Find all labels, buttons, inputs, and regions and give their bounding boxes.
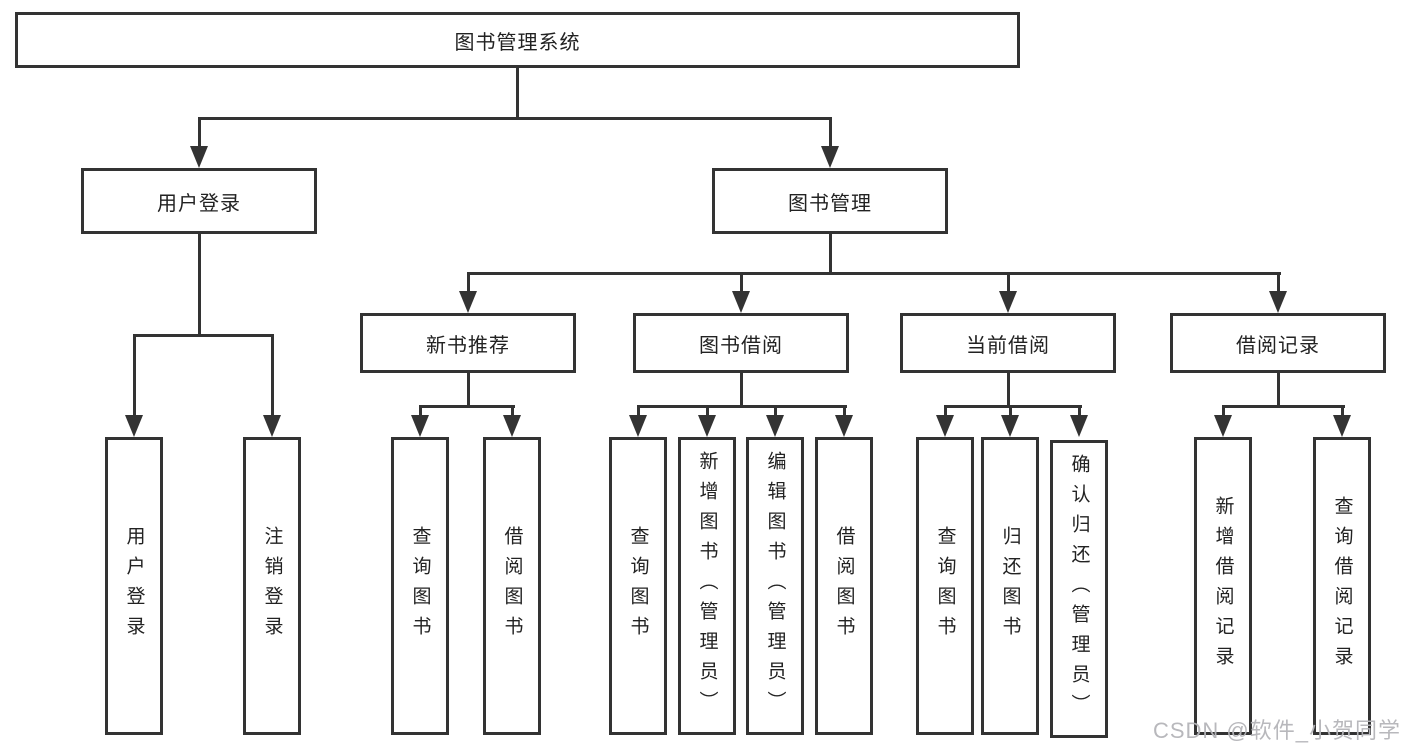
connector-line <box>829 117 832 147</box>
connector-line <box>1341 405 1344 417</box>
arrowhead-icon <box>698 415 716 437</box>
connector-line <box>1009 405 1012 417</box>
leaf-logout: 注销登录 <box>243 437 301 735</box>
connector-line <box>271 334 274 415</box>
arrowhead-icon <box>766 415 784 437</box>
connector-line <box>706 405 709 417</box>
node-label: 查询图书 <box>409 526 431 646</box>
node-label: 新增借阅记录 <box>1212 496 1234 676</box>
leaf-add-book-admin: 新增图书（管理员） <box>678 437 736 735</box>
node-book-borrowing: 图书借阅 <box>633 313 849 373</box>
arrowhead-icon <box>411 415 429 437</box>
node-label: 借阅图书 <box>833 526 855 646</box>
connector-line <box>1277 272 1280 292</box>
leaf-return-book: 归还图书 <box>981 437 1039 735</box>
node-label: 注销登录 <box>261 526 283 646</box>
watermark: CSDN @软件_小贺同学 <box>1152 718 1401 743</box>
connector-line <box>1007 373 1010 405</box>
node-label: 新书推荐 <box>426 334 510 357</box>
arrowhead-icon <box>190 146 208 168</box>
leaf-query-books-current: 查询图书 <box>916 437 974 735</box>
arrowhead-icon <box>1001 415 1019 437</box>
connector-rail <box>944 405 1082 408</box>
arrowhead-icon <box>936 415 954 437</box>
connector-line <box>774 405 777 417</box>
arrowhead-icon <box>1070 415 1088 437</box>
arrowhead-icon <box>629 415 647 437</box>
arrowhead-icon <box>821 146 839 168</box>
node-book-management: 图书管理 <box>712 168 948 234</box>
node-label: 确认归还（管理员） <box>1068 454 1090 724</box>
node-label: 用户登录 <box>123 526 145 646</box>
arrowhead-icon <box>1214 415 1232 437</box>
leaf-borrow-books: 借阅图书 <box>815 437 873 735</box>
connector-level1-rail <box>198 117 832 120</box>
leaf-add-borrow-record: 新增借阅记录 <box>1194 437 1252 735</box>
leaf-edit-book-admin: 编辑图书（管理员） <box>746 437 804 735</box>
node-label: 图书借阅 <box>699 334 783 357</box>
connector-rail <box>1222 405 1345 408</box>
node-label: 借阅记录 <box>1236 334 1320 357</box>
node-label: 图书管理 <box>788 192 872 215</box>
connector-book-management-stem <box>829 234 832 272</box>
arrowhead-icon <box>125 415 143 437</box>
arrowhead-icon <box>263 415 281 437</box>
connector-line <box>133 334 136 415</box>
node-borrowing-records: 借阅记录 <box>1170 313 1386 373</box>
connector-line <box>467 272 470 292</box>
connector-line <box>637 405 640 417</box>
leaf-user-login: 用户登录 <box>105 437 163 735</box>
node-label: 编辑图书（管理员） <box>764 451 786 721</box>
node-new-book-recommendation: 新书推荐 <box>360 313 576 373</box>
connector-root-stem <box>516 68 519 117</box>
connector-user-login-stem <box>198 234 201 334</box>
node-label: 查询图书 <box>627 526 649 646</box>
connector-line <box>740 373 743 405</box>
node-library-management-system: 图书管理系统 <box>15 12 1020 68</box>
node-label: 借阅图书 <box>501 526 523 646</box>
arrowhead-icon <box>999 291 1017 313</box>
connector-line <box>198 117 201 147</box>
node-label: 新增图书（管理员） <box>696 451 718 721</box>
leaf-query-books-borrowing: 查询图书 <box>609 437 667 735</box>
node-label: 查询借阅记录 <box>1331 496 1353 676</box>
node-user-login: 用户登录 <box>81 168 317 234</box>
connector-level3-rail <box>467 272 1281 275</box>
connector-rail <box>637 405 847 408</box>
connector-line <box>1007 272 1010 292</box>
connector-line <box>740 272 743 292</box>
node-label: 查询图书 <box>934 526 956 646</box>
arrowhead-icon <box>459 291 477 313</box>
leaf-query-books-recommend: 查询图书 <box>391 437 449 735</box>
connector-line <box>511 405 514 417</box>
arrowhead-icon <box>1333 415 1351 437</box>
connector-rail <box>419 405 515 408</box>
node-label: 用户登录 <box>157 192 241 215</box>
node-label: 当前借阅 <box>966 334 1050 357</box>
leaf-borrow-books-recommend: 借阅图书 <box>483 437 541 735</box>
leaf-confirm-return-admin: 确认归还（管理员） <box>1050 440 1108 738</box>
arrowhead-icon <box>835 415 853 437</box>
arrowhead-icon <box>503 415 521 437</box>
connector-user-login-rail <box>133 334 274 337</box>
node-label: 图书管理系统 <box>454 31 581 54</box>
connector-line <box>1277 373 1280 405</box>
connector-line <box>419 405 422 417</box>
leaf-query-borrow-record: 查询借阅记录 <box>1313 437 1371 735</box>
arrowhead-icon <box>732 291 750 313</box>
connector-line <box>1078 405 1081 417</box>
connector-line <box>944 405 947 417</box>
connector-line <box>843 405 846 417</box>
node-label: 归还图书 <box>999 526 1021 646</box>
node-current-borrowing: 当前借阅 <box>900 313 1116 373</box>
arrowhead-icon <box>1269 291 1287 313</box>
connector-line <box>467 373 470 405</box>
connector-line <box>1222 405 1225 417</box>
